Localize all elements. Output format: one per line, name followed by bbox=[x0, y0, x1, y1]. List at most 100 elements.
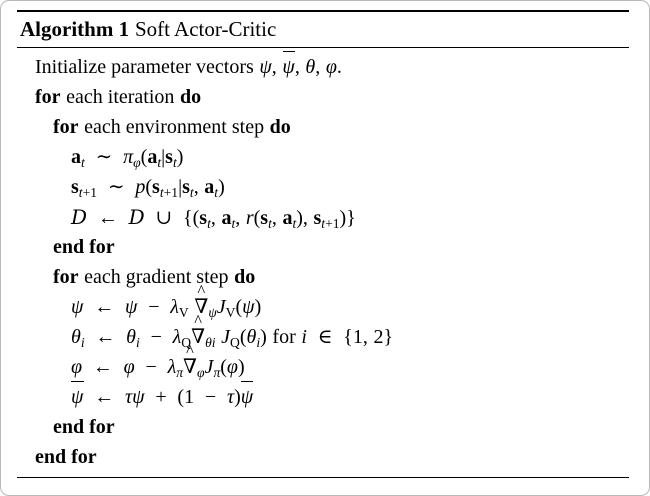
subscript-t-3: t bbox=[172, 154, 177, 170]
value-two: 2 bbox=[373, 326, 384, 348]
arrow-left-5: ← bbox=[94, 386, 115, 408]
subscript-i-2: i bbox=[136, 334, 140, 350]
symbol-nabla-1: ∇ bbox=[194, 296, 209, 318]
symbol-phi: φ bbox=[325, 56, 337, 78]
subscript-t-plus-1-a: t+1 bbox=[79, 185, 97, 200]
symbol-psi-bar: ψ bbox=[282, 51, 296, 82]
subscript-t-4: t bbox=[189, 184, 194, 200]
symbol-s-2: s bbox=[71, 176, 79, 198]
symbol-a-4: a bbox=[221, 207, 232, 229]
operator-minus-4: − bbox=[204, 386, 217, 408]
symbol-p: p bbox=[135, 176, 146, 198]
algorithm-bottom-rule bbox=[17, 477, 629, 478]
symbol-tau-1: τ bbox=[124, 386, 133, 408]
line-end-for-gradient-step: end for bbox=[17, 412, 629, 442]
text-each-gradient-step: each gradient step bbox=[84, 266, 229, 288]
paren-open-8: ( bbox=[177, 386, 185, 408]
symbol-theta-3: θ bbox=[246, 326, 257, 348]
symbol-phi-2: φ bbox=[123, 356, 135, 378]
sub-t-a: t bbox=[78, 184, 83, 200]
text-for-roman: for bbox=[272, 326, 296, 348]
paren-open-2: ( bbox=[145, 176, 153, 198]
comma-4: , bbox=[193, 176, 199, 198]
mid-bar-2: | bbox=[178, 176, 183, 198]
algorithm-label: Algorithm 1 bbox=[20, 17, 130, 41]
subscript-q-2: Q bbox=[230, 335, 240, 350]
keyword-do-1: do bbox=[180, 86, 202, 108]
paren-open-1: ( bbox=[140, 146, 148, 168]
subscript-t-2: t bbox=[157, 154, 162, 170]
arrow-left-4: ← bbox=[92, 356, 113, 378]
symbol-cal-d-1: D bbox=[71, 205, 88, 229]
symbol-nabla-3: ∇ bbox=[183, 356, 198, 378]
symbol-r: r bbox=[245, 207, 254, 229]
operator-minus-2: − bbox=[150, 326, 162, 348]
symbol-s-1: s bbox=[165, 146, 173, 168]
initialize-text: Initialize parameter vectors bbox=[35, 56, 254, 78]
comma-8: , bbox=[302, 207, 308, 229]
symbol-j-2: J bbox=[221, 326, 231, 348]
sub-plus-a: + bbox=[82, 184, 91, 200]
paren-close-5: ) bbox=[254, 296, 262, 318]
keyword-end-for-3: end for bbox=[35, 446, 97, 468]
paren-open-4: ( bbox=[253, 207, 261, 229]
paren-open-6: ( bbox=[239, 326, 247, 348]
line-sample-action: at∼πφ(at|st) bbox=[17, 142, 629, 172]
comma-7: , bbox=[271, 207, 277, 229]
hat-accent-1: ^ bbox=[197, 280, 206, 300]
comma-3: , bbox=[315, 56, 321, 78]
text-each-iteration: each iteration bbox=[66, 86, 175, 108]
value-one: 1 bbox=[352, 326, 363, 348]
brace-close-2: } bbox=[383, 326, 394, 348]
brace-close-1: } bbox=[346, 207, 356, 229]
symbol-theta-2: θ bbox=[126, 326, 136, 348]
subscript-q-1: Q bbox=[181, 335, 191, 350]
line-sample-next-state: st+1∼p(st+1|st,at) bbox=[17, 172, 629, 202]
brace-open-1: { bbox=[182, 207, 193, 229]
paren-open-5: ( bbox=[235, 296, 243, 318]
symbol-theta: θ bbox=[305, 56, 316, 78]
line-update-replay-buffer: D←D∪{(st,at,r(st,at),st+1)} bbox=[17, 202, 629, 232]
symbol-s-3: s bbox=[152, 176, 160, 198]
symbol-psi-1: ψ bbox=[71, 296, 84, 318]
symbol-cal-d-2: D bbox=[128, 205, 145, 229]
paren-close-4: ) bbox=[339, 207, 347, 229]
symbol-j-3: J bbox=[204, 356, 214, 378]
subscript-t-6: t bbox=[207, 215, 211, 231]
nabla-hat-1: ^∇ bbox=[194, 282, 209, 322]
symbol-lambda-1: λ bbox=[170, 296, 179, 318]
sub-v-1: V bbox=[178, 304, 189, 320]
keyword-do-2: do bbox=[269, 116, 291, 138]
symbol-theta-1: θ bbox=[71, 326, 81, 348]
comma-5: , bbox=[210, 207, 216, 229]
sub-q-1: Q bbox=[181, 334, 192, 350]
operator-in: ∈ bbox=[317, 326, 333, 348]
line-update-value: ψ←ψ−λV^∇ψJV(ψ) bbox=[17, 282, 629, 322]
sub-theta-1: θ bbox=[205, 334, 212, 350]
sub-t-c: t bbox=[321, 215, 326, 231]
paren-close-2: ) bbox=[218, 176, 225, 198]
arrow-left-3: ← bbox=[95, 326, 116, 348]
subscript-psi-1: ψ bbox=[208, 304, 217, 320]
paren-open-3: ( bbox=[192, 207, 200, 229]
sub-one-c: 1 bbox=[332, 215, 340, 231]
keyword-end-for-1: end for bbox=[53, 236, 115, 258]
symbol-lambda-3: λ bbox=[167, 356, 177, 378]
symbol-s-7: s bbox=[313, 207, 322, 229]
line-update-target-value: ψ←τψ+(1−τ)ψ bbox=[17, 381, 629, 412]
sub-one-a: 1 bbox=[90, 184, 98, 200]
arrow-left-2: ← bbox=[94, 296, 115, 318]
subscript-i-1: i bbox=[80, 334, 85, 350]
keyword-for-3: for bbox=[53, 266, 79, 288]
keyword-do-3: do bbox=[234, 266, 256, 288]
paren-open-7: ( bbox=[220, 356, 227, 378]
operator-cup: ∪ bbox=[155, 207, 173, 229]
subscript-t-1: t bbox=[81, 154, 85, 170]
symbol-s-6: s bbox=[260, 207, 269, 229]
subscript-t-plus-1-b: t+1 bbox=[160, 185, 178, 200]
subscript-t-9: t bbox=[292, 215, 297, 231]
algorithm-title-rule bbox=[17, 47, 629, 48]
